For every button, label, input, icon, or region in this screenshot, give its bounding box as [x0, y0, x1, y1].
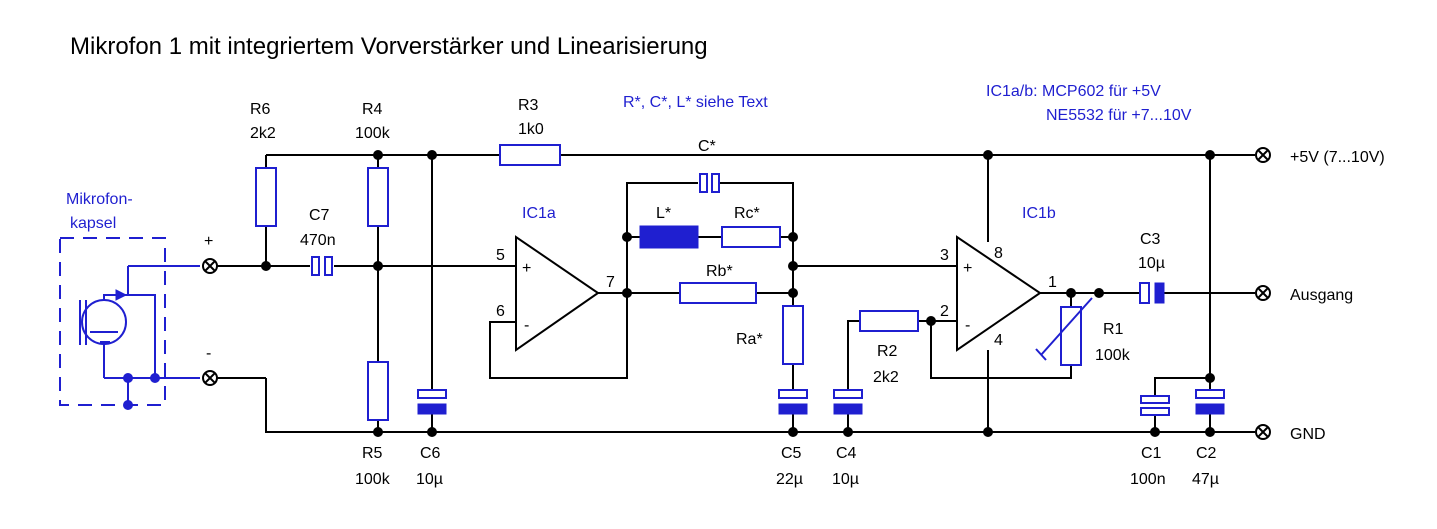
r4-name: R4: [362, 101, 383, 118]
capacitor-c3: [1139, 282, 1165, 304]
c7-value: 470n: [300, 232, 336, 249]
c6-name: C6: [420, 445, 441, 462]
ic1b-plus: +: [963, 260, 972, 277]
resistor-r5: [367, 361, 389, 421]
terminal-ground: [1255, 424, 1271, 440]
c6-value: 10µ: [416, 471, 443, 488]
c3-value: 10µ: [1138, 255, 1165, 272]
opamp-ic1b: [956, 235, 1042, 352]
ic1b-pin3: 3: [940, 247, 949, 264]
c4-value: 10µ: [832, 471, 859, 488]
microphone-capsule: [59, 237, 200, 410]
c1-name: C1: [1141, 445, 1162, 462]
cstar-name: C*: [698, 138, 716, 155]
mic-label-line1: Mikrofon-: [66, 191, 133, 208]
ic1b-minus: -: [965, 317, 970, 334]
junction-dots: [261, 150, 1215, 437]
capacitor-c6: [417, 389, 447, 415]
resistor-r1: [1035, 297, 1093, 366]
terminal-mic-minus: [202, 370, 218, 386]
resistor-r6: [255, 167, 277, 227]
resistor-r2: [859, 310, 919, 332]
c2-value: 47µ: [1192, 471, 1219, 488]
capacitor-c1: [1140, 395, 1170, 416]
r2-value: 2k2: [873, 369, 899, 386]
c4-name: C4: [836, 445, 857, 462]
c5-name: C5: [781, 445, 802, 462]
ic1a-plus: +: [522, 260, 531, 277]
rc-name: Rc*: [734, 205, 760, 222]
r1-name: R1: [1103, 321, 1124, 338]
ic1a-minus: -: [524, 317, 529, 334]
resistor-rb: [679, 282, 757, 304]
note-ic-line1: IC1a/b: MCP602 für +5V: [986, 83, 1161, 100]
note-rcl: R*, C*, L* siehe Text: [623, 94, 768, 111]
note-ic-line2: NE5532 für +7...10V: [1046, 107, 1192, 124]
diagram-title: Mikrofon 1 mit integriertem Vorverstärke…: [70, 33, 708, 60]
capacitor-c4: [833, 389, 863, 415]
terminal-mic-plus: [202, 258, 218, 274]
r5-name: R5: [362, 445, 383, 462]
resistor-rc: [721, 226, 781, 248]
resistor-r3: [499, 144, 561, 166]
ic1a-pin7: 7: [606, 274, 615, 291]
ic1b-pin2: 2: [940, 303, 949, 320]
ic1b-pin8: 8: [994, 245, 1003, 262]
lstar-name: L*: [656, 205, 671, 222]
c5-value: 22µ: [776, 471, 803, 488]
capacitor-c7: [311, 256, 333, 276]
r6-name: R6: [250, 101, 271, 118]
r3-name: R3: [518, 97, 539, 114]
c7-name: C7: [309, 207, 330, 224]
ic1a-pin6: 6: [496, 303, 505, 320]
capacitor-c2: [1195, 389, 1225, 415]
rb-name: Rb*: [706, 263, 733, 280]
opamp-ic1a: [498, 235, 600, 352]
ground-label: GND: [1290, 426, 1326, 443]
output-label: Ausgang: [1290, 287, 1353, 304]
inductor-l: [639, 225, 699, 249]
ic1b-name: IC1b: [1022, 205, 1056, 222]
resistor-r4: [367, 167, 389, 227]
c3-name: C3: [1140, 231, 1161, 248]
r4-value: 100k: [355, 125, 391, 142]
capacitor-cstar: [699, 173, 720, 193]
c2-name: C2: [1196, 445, 1217, 462]
r2-name: R2: [877, 343, 898, 360]
terminal-output: [1255, 285, 1271, 301]
ra-name: Ra*: [736, 331, 763, 348]
mic-label-line2: kapsel: [70, 215, 116, 232]
r3-value: 1k0: [518, 121, 544, 138]
ic1b-pin1: 1: [1048, 274, 1057, 291]
mic-minus-sign: -: [206, 345, 211, 362]
ic1b-pin4: 4: [994, 332, 1003, 349]
supply-label: +5V (7...10V): [1290, 149, 1385, 166]
ic1a-pin5: 5: [496, 247, 505, 264]
r5-value: 100k: [355, 471, 391, 488]
r1-value: 100k: [1095, 347, 1131, 364]
mic-plus-sign: +: [204, 233, 213, 250]
capacitor-c5: [778, 389, 808, 415]
r6-value: 2k2: [250, 125, 276, 142]
c1-value: 100n: [1130, 471, 1166, 488]
ic1a-name: IC1a: [522, 205, 556, 222]
terminal-supply: [1255, 147, 1271, 163]
resistor-ra: [782, 305, 804, 365]
